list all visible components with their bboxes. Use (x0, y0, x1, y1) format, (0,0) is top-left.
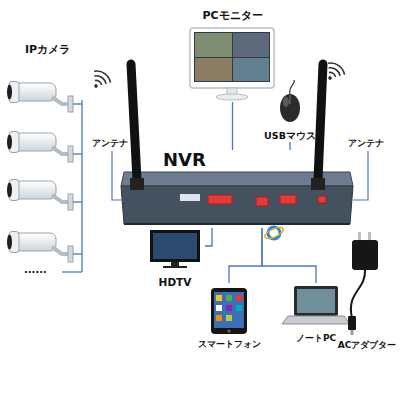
camera-wire (73, 103, 82, 104)
camera-column (7, 132, 73, 163)
nvr-box (208, 195, 232, 204)
ac-adapter (351, 270, 365, 318)
laptop (294, 286, 338, 316)
ac-adapter (358, 232, 361, 241)
camera-wire (73, 253, 82, 254)
nvr-device: NVR (118, 150, 354, 228)
camera-column (7, 232, 73, 263)
tv-device: HDTV (145, 226, 205, 288)
device-caption: IPカメラ (25, 44, 93, 57)
cable-connector (205, 228, 212, 246)
smartphone (214, 292, 244, 328)
pc-monitor (190, 28, 274, 100)
cable-connector (289, 142, 290, 150)
camera-wire (73, 201, 82, 202)
laptop-device: ノートPC (283, 283, 349, 343)
hdtv (150, 230, 200, 268)
hdtv (171, 262, 179, 266)
device-caption: ACアダプター (334, 340, 400, 350)
pc-monitor (233, 58, 269, 81)
device-caption: USBマウス (262, 131, 318, 142)
camera-column (7, 82, 73, 263)
ac-adapter (348, 316, 356, 330)
cable-connector (232, 102, 233, 150)
camera-wire (62, 271, 82, 272)
nvr-box (256, 197, 268, 206)
pc-monitor (216, 94, 248, 100)
network-logo (263, 225, 285, 241)
antenna (318, 64, 323, 180)
ac-adapter (351, 330, 354, 335)
smartphone (227, 329, 230, 332)
pc-monitor (233, 33, 269, 57)
ac-adapter (352, 240, 378, 270)
nvr-box (180, 194, 200, 201)
hdtv (150, 230, 200, 262)
nvr-box (121, 172, 353, 224)
network-logo (263, 225, 285, 241)
laptop (297, 289, 335, 313)
usb-mouse (290, 95, 291, 104)
pc-monitor (195, 33, 232, 57)
phone-device: スマートフォン (195, 283, 263, 349)
mouse-device: USBマウス (262, 80, 318, 142)
smartphone (216, 295, 222, 301)
camera-wire (81, 100, 82, 272)
smartphone (236, 305, 242, 311)
antenna-label: アンテナ (348, 137, 384, 150)
nvr-box (121, 186, 353, 224)
pc-monitor (194, 32, 270, 82)
antenna (130, 178, 144, 190)
nvr-box (124, 223, 350, 225)
laptop (282, 286, 350, 324)
camera-column (7, 180, 73, 211)
device-caption: スマートフォン (195, 339, 263, 349)
smartphone (226, 315, 232, 321)
device-caption: HDTV (145, 276, 205, 288)
smartphone (216, 305, 222, 311)
antenna (131, 64, 137, 180)
leader-line (112, 151, 122, 200)
usb-mouse (283, 97, 289, 107)
cable-connector (229, 228, 262, 283)
smartphone (216, 315, 222, 321)
smartphone (226, 305, 232, 311)
cable-connector (262, 228, 316, 283)
adapter-device: ACアダプター (334, 228, 400, 350)
antenna (311, 178, 325, 190)
smartphone (226, 295, 232, 301)
device-caption: NVR (163, 150, 354, 171)
nvr-box (280, 195, 296, 204)
ellipsis-mark: ...... (24, 264, 47, 275)
antenna-label: アンテナ (92, 137, 128, 150)
leader-line (353, 151, 368, 200)
hdtv (163, 266, 187, 268)
ac-adapter (348, 232, 378, 335)
smartphone (211, 288, 247, 334)
hdtv (153, 233, 197, 259)
usb-mouse (280, 94, 300, 122)
nvr-box (318, 196, 326, 203)
camera-wire (73, 153, 82, 154)
device-caption: PCモニター (185, 10, 280, 23)
device-illustration (87, 68, 113, 93)
camera-column (7, 82, 73, 113)
camera-group: IPカメラ (5, 44, 93, 284)
leader-line (112, 151, 368, 200)
monitor-device: PCモニター (185, 10, 280, 102)
pc-monitor (190, 28, 274, 88)
ac-adapter (368, 232, 371, 241)
smartphone (211, 288, 247, 334)
laptop (282, 316, 350, 324)
usb-mouse (290, 80, 295, 94)
pc-monitor (195, 58, 232, 81)
smartphone (236, 295, 242, 301)
camera-wire (62, 100, 82, 272)
usb-mouse (280, 80, 300, 122)
